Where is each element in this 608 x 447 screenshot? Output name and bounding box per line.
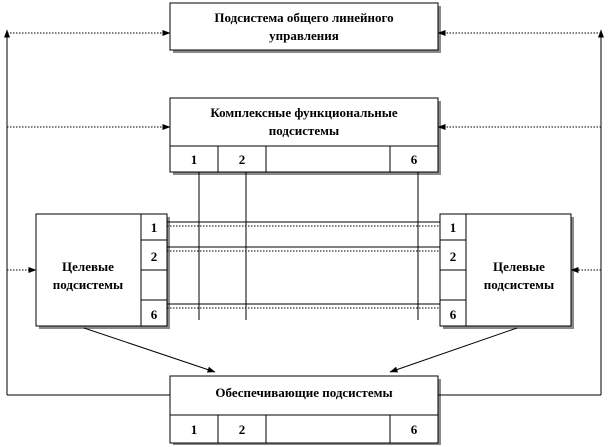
supporting-subsystems-box: Обеспечивающие подсистемы 1 2 6 <box>169 375 441 445</box>
left-cell-2: 2 <box>151 249 158 264</box>
functional-subsystems-box: Комплексные функциональные подсистемы 1 … <box>169 97 441 175</box>
target-to-supporting-arrows <box>83 327 518 373</box>
left-cell-6: 6 <box>151 307 158 322</box>
supporting-subsystems-title: Обеспечивающие подсистемы <box>215 385 392 400</box>
general-management-title-line2: управления <box>269 28 339 43</box>
left-target-title-line2: подсистемы <box>53 277 123 292</box>
right-target-subsystems-box: Целевые подсистемы 1 2 6 <box>439 213 574 329</box>
left-feedback-loop <box>3 29 171 396</box>
right-cell-6: 6 <box>450 307 457 322</box>
target-cell-links <box>167 221 440 309</box>
right-cell-1: 1 <box>450 220 457 235</box>
functional-subsystems-title-line2: подсистемы <box>269 123 339 138</box>
right-target-title-line1: Целевые <box>493 259 545 274</box>
left-target-subsystems-box: Целевые подсистемы 1 2 6 <box>35 213 170 329</box>
functional-cell-6: 6 <box>411 152 418 167</box>
general-management-title-line1: Подсистема общего линейного <box>214 10 393 25</box>
functional-cell-2: 2 <box>239 152 246 167</box>
left-target-title-line1: Целевые <box>62 259 114 274</box>
supporting-cell-1: 1 <box>191 422 198 437</box>
functional-subsystems-title-line1: Комплексные функциональные <box>210 105 398 120</box>
supporting-cell-2: 2 <box>239 422 246 437</box>
right-feedback-loop <box>437 29 604 396</box>
general-management-subsystem-box: Подсистема общего линейного управления <box>169 2 441 53</box>
left-cell-1: 1 <box>151 220 158 235</box>
right-target-title-line2: подсистемы <box>484 277 554 292</box>
functional-vertical-links <box>198 172 419 320</box>
functional-cell-1: 1 <box>191 152 198 167</box>
supporting-cell-6: 6 <box>411 422 418 437</box>
right-cell-2: 2 <box>450 249 457 264</box>
